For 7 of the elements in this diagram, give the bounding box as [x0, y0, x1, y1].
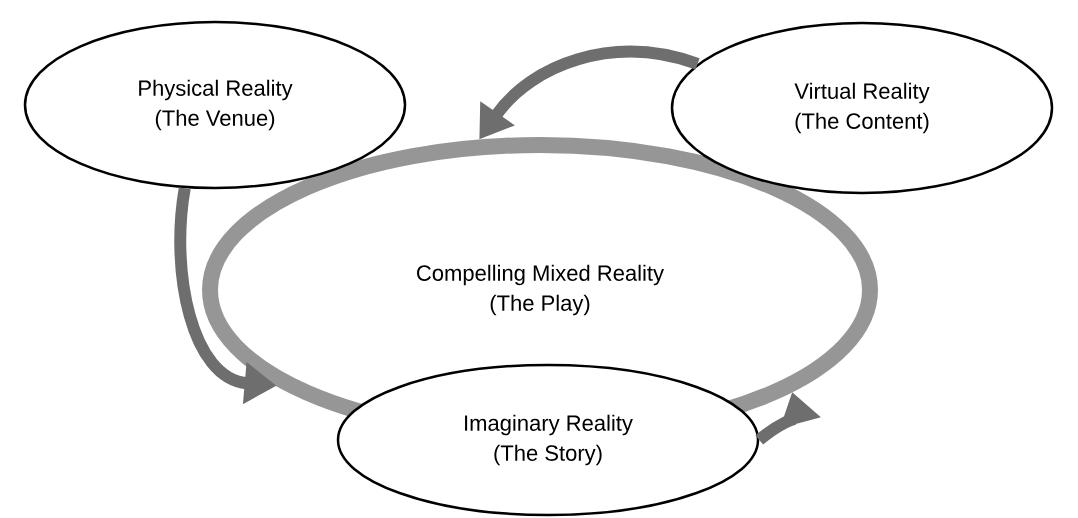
- node-label: Imaginary Reality: [465, 414, 633, 436]
- oval-node: Imaginary Reality (The Story): [336, 363, 760, 517]
- oval-node: Virtual Reality (The Content): [670, 21, 1054, 195]
- node-label: (The Content): [795, 112, 929, 134]
- oval-node: Physical Reality (The Venue): [23, 20, 407, 190]
- node-label: (The Story): [494, 444, 602, 466]
- node-label: Virtual Reality: [794, 82, 930, 104]
